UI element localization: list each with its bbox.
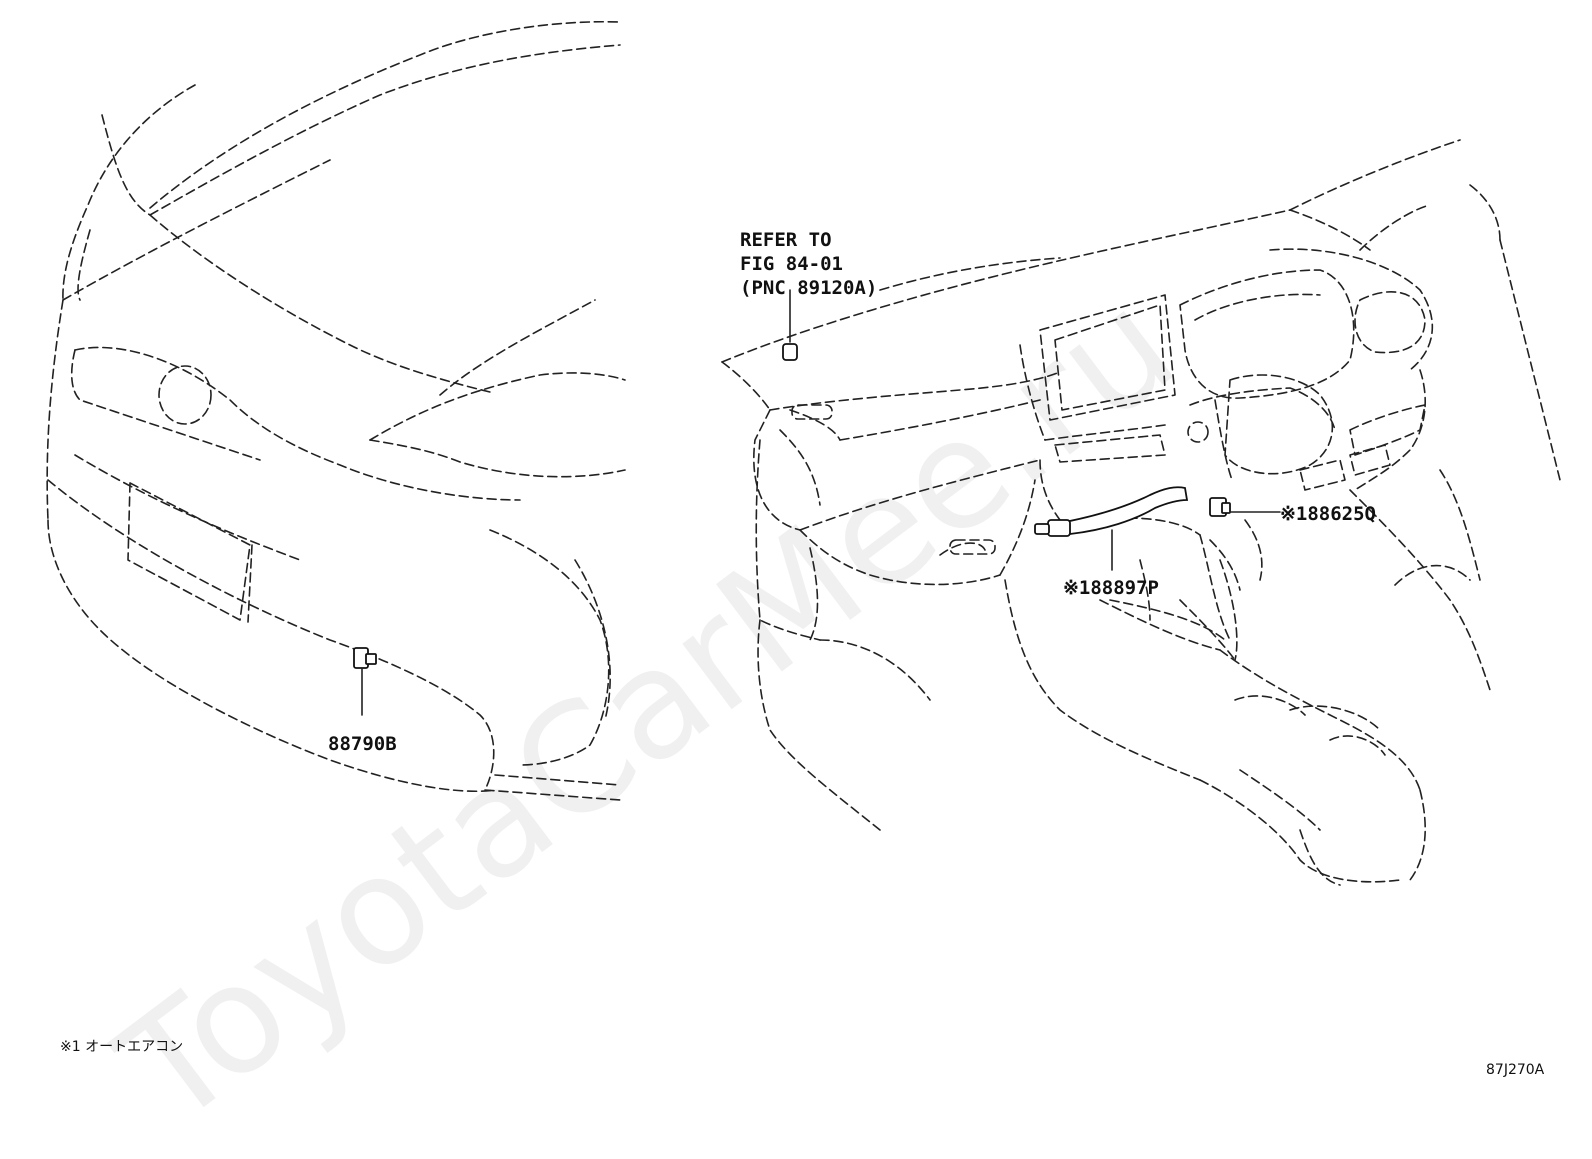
front-sensor-part[interactable]	[353, 647, 377, 716]
vehicle-front-drawing	[46, 20, 626, 801]
footnote: ※1 オートエアコン	[60, 1039, 184, 1055]
refer-note-line3: (PNC 89120A)	[740, 277, 878, 299]
part-label-sensor-lower[interactable]: ※188897P	[1063, 577, 1159, 599]
sensor-lower-part[interactable]	[1034, 486, 1189, 571]
part-label-sensor-upper[interactable]: ※188625Q	[1280, 503, 1376, 525]
figure-id: 87J270A	[1486, 1062, 1545, 1078]
part-label-front-sensor[interactable]: 88790B	[328, 733, 397, 755]
refer-note-line2: FIG 84-01	[740, 253, 843, 275]
sensor-upper-part[interactable]	[1209, 497, 1281, 517]
refer-note-line1: REFER TO	[740, 229, 832, 251]
parts-diagram	[46, 20, 1561, 886]
refer-clip-part[interactable]	[782, 289, 798, 361]
instrument-panel-drawing	[721, 139, 1561, 886]
